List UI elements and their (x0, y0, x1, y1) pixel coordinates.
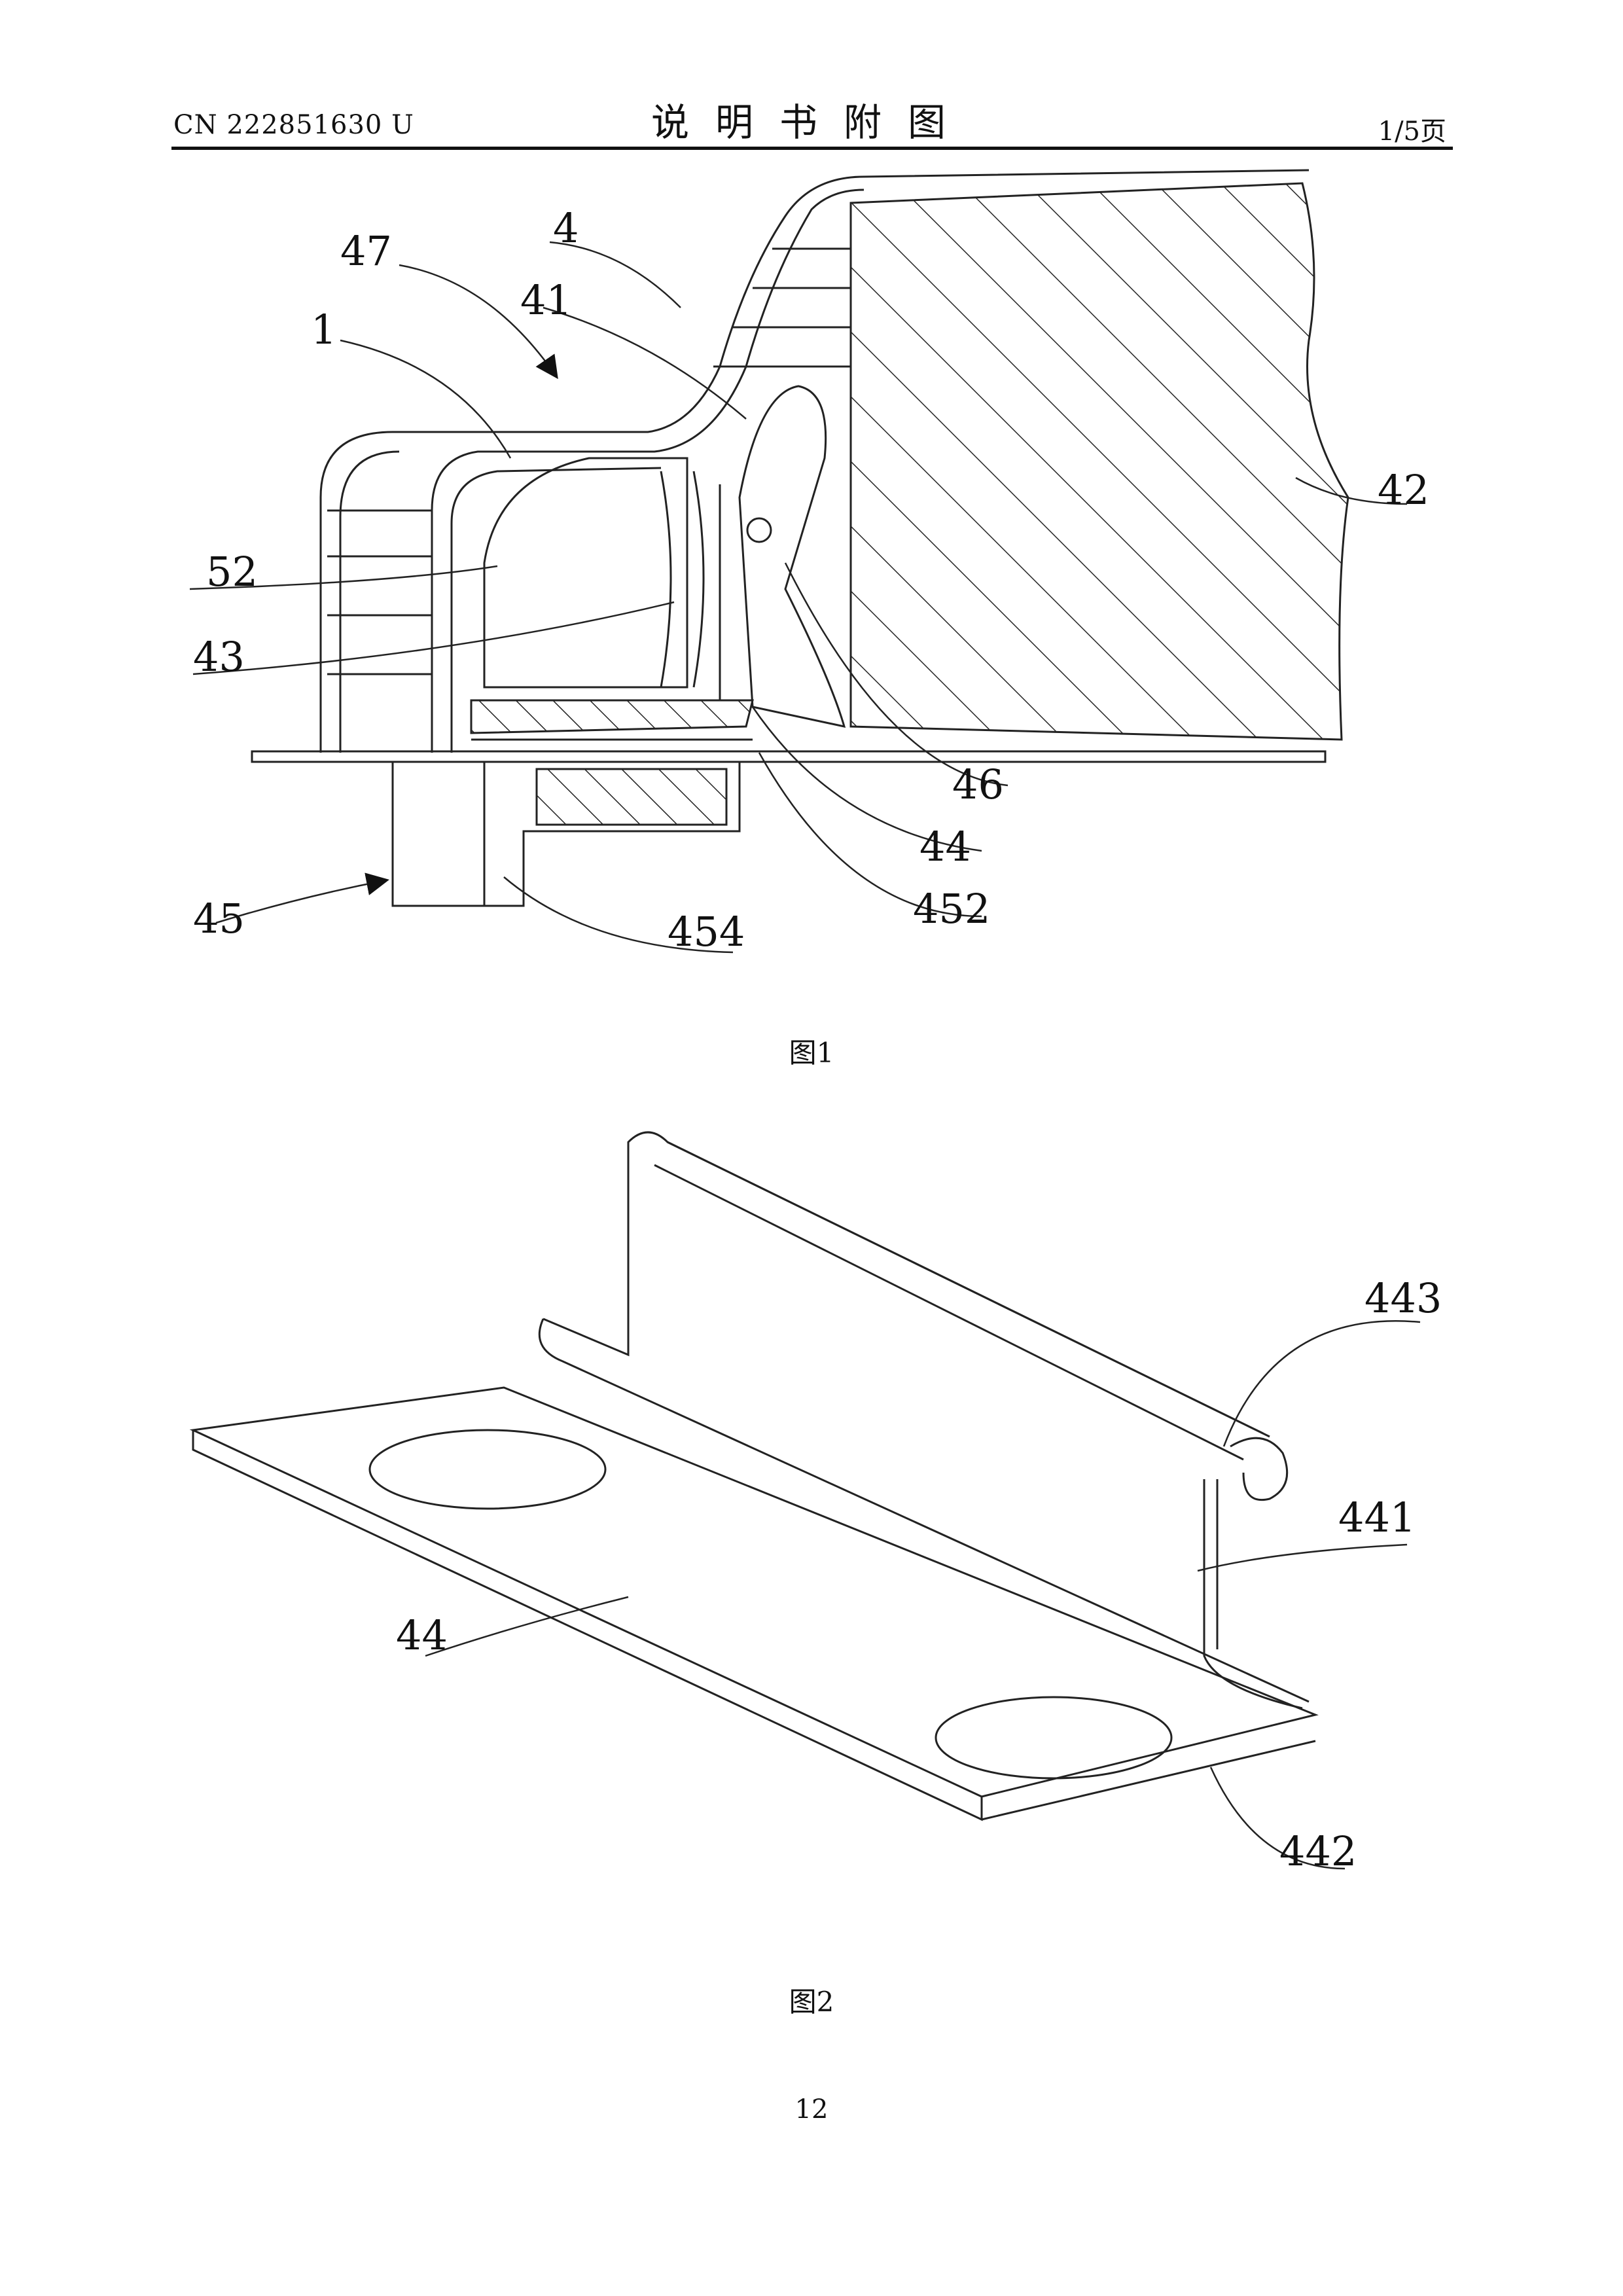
page-number: 12 (0, 2094, 1623, 2125)
figure-2-drawing: 443 441 44 442 (0, 0, 1623, 1964)
label-441: 441 (1338, 1494, 1416, 1541)
label-443: 443 (1364, 1274, 1442, 1322)
label-44-fig2: 44 (396, 1611, 448, 1659)
figure-2-caption: 图2 (0, 1980, 1623, 2020)
label-442: 442 (1279, 1827, 1357, 1875)
